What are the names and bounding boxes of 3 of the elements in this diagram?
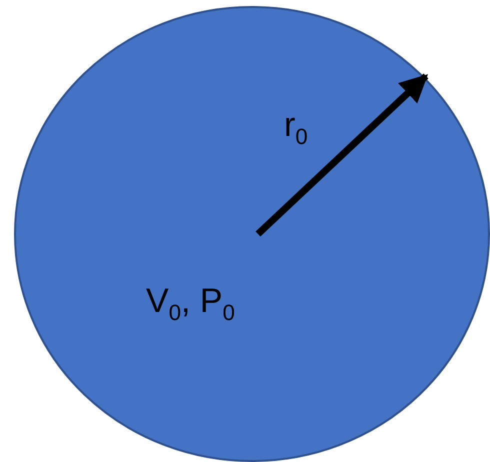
sphere-circle: [14, 6, 490, 462]
state-label: V$_{0}$, P$_{0}$: [146, 284, 235, 324]
radius-label: r$_{0}$: [284, 108, 308, 148]
